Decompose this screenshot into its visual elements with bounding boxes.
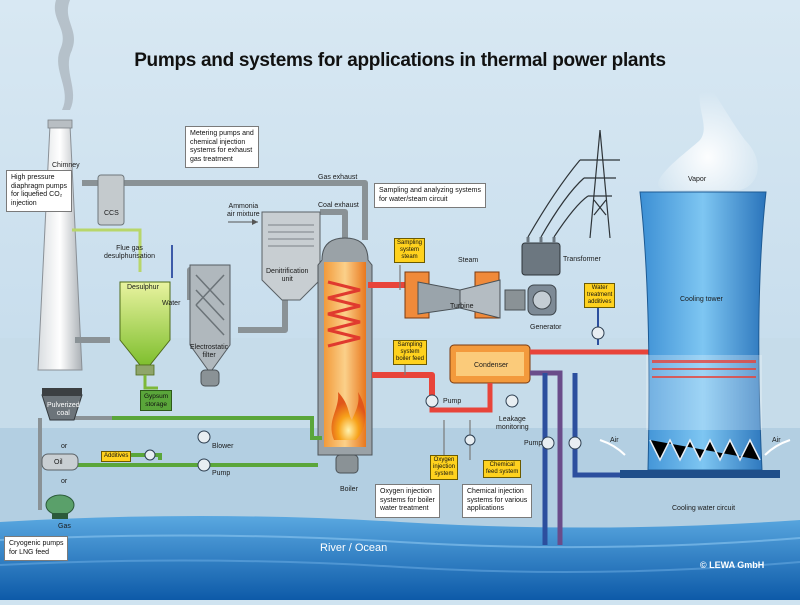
pulverized-coal-label-line: Pulverized	[47, 402, 80, 409]
denitrification-label-line: unit	[281, 276, 293, 283]
transformer-label: Transformer	[563, 256, 601, 263]
cryogenic-callout-line: for LNG feed	[9, 548, 50, 556]
co2-callout-line: injection	[11, 199, 37, 207]
pulverized-coal-label: Pulverized coal	[47, 402, 80, 418]
cryogenic-callout: Cryogenic pumps for LNG feed	[4, 536, 69, 561]
ammonia-label: Ammonia air mixture	[227, 203, 260, 219]
co2-callout: High pressure diaphragm pumps for liquef…	[6, 170, 73, 212]
co2-callout-line: High pressure	[11, 174, 55, 181]
river-label: River / Ocean	[320, 542, 388, 554]
gypsum-storage: Gypsum storage	[140, 390, 173, 411]
sampling-steam-line: system	[400, 247, 420, 253]
electrostatic-label-line: filter	[202, 352, 216, 359]
pump-oil-label: Pump	[212, 470, 231, 477]
cryogenic-callout-line: Cryogenic pumps	[9, 540, 64, 547]
boiler-label: Boiler	[340, 486, 358, 493]
oil-label: Oil	[54, 459, 63, 466]
vapor-label: Vapor	[688, 176, 707, 183]
metering-callout: Metering pumps and chemical injection sy…	[185, 126, 259, 168]
metering-callout-line: Metering pumps and	[190, 130, 254, 137]
flue-gas-label-line: Flue gas	[116, 245, 143, 252]
water-treatment-line: additives	[587, 299, 612, 305]
denitrification-label: Denitrification unit	[266, 268, 308, 284]
turbine-label: Turbine	[450, 303, 474, 310]
gas-label: Gas	[58, 523, 71, 530]
cooling-tower-label: Cooling tower	[680, 296, 723, 303]
condenser-label: Condenser	[474, 362, 509, 369]
gas-exhaust-label: Gas exhaust	[318, 174, 358, 181]
oxygen-callout-line: Oxygen injection	[380, 488, 432, 495]
cooling-circuit-label: Cooling water circuit	[672, 505, 736, 512]
ccs-label: CCS	[104, 210, 119, 217]
leakage-label-line: Leakage	[498, 416, 526, 423]
oxygen-system-line: system	[434, 471, 454, 477]
sampling-callout-line: Sampling and analyzing systems	[379, 187, 481, 194]
water-treatment-box: Water treatment additives	[584, 283, 616, 308]
leakage-label: Leakage monitoring	[496, 416, 529, 432]
gypsum-storage-line: storage	[145, 400, 167, 408]
gypsum-storage-line: Gypsum	[144, 393, 169, 400]
electrostatic-label: Electrostatic filter	[190, 344, 228, 360]
sampling-boiler-line: Sampling	[397, 342, 423, 348]
additives-box: Additives	[101, 451, 132, 462]
chemical-callout-line: systems for various	[467, 496, 528, 504]
oxygen-callout-line: water treatment	[380, 505, 429, 512]
sampling-boiler-box: Sampling system boiler feed	[393, 340, 428, 365]
chimney-label: Chimney	[52, 162, 80, 169]
chemical-system-line: Chemical	[489, 462, 515, 468]
chemical-callout-line: applications	[467, 505, 504, 512]
sampling-steam-line: steam	[401, 254, 418, 260]
blower-label: Blower	[212, 443, 234, 450]
denitrification-label-line: Denitrification	[266, 268, 309, 275]
oxygen-system-line: injection	[433, 464, 456, 470]
chemical-callout: Chemical injection systems for various a…	[462, 484, 533, 518]
chemical-system-line: feed system	[486, 469, 519, 475]
co2-callout-line: for liquefied CO₂	[11, 191, 63, 198]
or-label-1: or	[61, 443, 68, 450]
sampling-callout-line: for water/steam circuit	[379, 195, 448, 203]
or-label-2: or	[61, 478, 68, 485]
pulverized-coal-label-line: coal	[56, 410, 70, 417]
chemical-callout-line: Chemical injection	[467, 488, 524, 495]
oxygen-system-box: Oxygen injection system	[430, 455, 459, 480]
pump-feed-label: Pump	[443, 398, 462, 405]
steam-label: Steam	[458, 257, 479, 264]
flue-gas-label-line: desulphurisation	[104, 253, 155, 260]
leakage-label-line: monitoring	[496, 424, 529, 431]
ammonia-label-line: air mixture	[227, 211, 260, 218]
sampling-boiler-line: boiler feed	[396, 356, 425, 362]
sampling-boiler-line: system	[400, 349, 420, 355]
air-right-label: Air	[772, 437, 781, 444]
water-label: Water	[162, 300, 181, 307]
pump-cooling-label: Pump	[524, 440, 543, 447]
electrostatic-label-line: Electrostatic	[190, 344, 229, 351]
flue-gas-label: Flue gas desulphurisation	[104, 245, 155, 261]
sampling-steam-line: Sampling	[397, 240, 423, 246]
ammonia-label-line: Ammonia	[228, 203, 259, 210]
co2-callout-line: diaphragm pumps	[11, 182, 68, 190]
air-left-label: Air	[610, 437, 619, 444]
desulphur-label: Desulphur	[127, 284, 159, 291]
metering-callout-line: systems for exhaust	[190, 147, 253, 154]
sampling-steam-box: Sampling system steam	[394, 238, 426, 263]
metering-callout-line: chemical injection	[190, 138, 246, 146]
sampling-callout: Sampling and analyzing systems for water…	[374, 183, 486, 208]
chemical-system-box: Chemical feed system	[483, 460, 522, 478]
oxygen-callout: Oxygen injection systems for boiler wate…	[375, 484, 440, 518]
water-treatment-line: Water	[591, 285, 608, 291]
oxygen-callout-line: systems for boiler	[380, 496, 435, 504]
metering-callout-line: gas treatment	[190, 155, 233, 163]
page-title: Pumps and systems for applications in th…	[134, 50, 666, 71]
generator-label: Generator	[530, 324, 562, 331]
water-treatment-line: treatment	[587, 292, 613, 298]
coal-exhaust-label: Coal exhaust	[318, 202, 359, 209]
oxygen-system-line: Oxygen	[433, 457, 455, 463]
copyright-label: © LEWA GmbH	[700, 560, 765, 570]
